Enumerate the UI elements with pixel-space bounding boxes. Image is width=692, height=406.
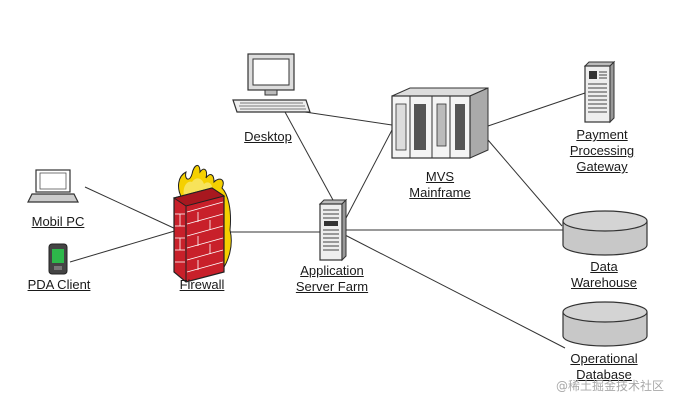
operational-database-label: Operational Database	[552, 351, 656, 383]
link-mainframe-payment	[487, 92, 586, 127]
operational-db-disk-icon	[562, 301, 648, 347]
link-pda-firewall	[69, 229, 179, 263]
payment-server-icon	[583, 60, 616, 124]
warehouse-label-line1: Data	[590, 259, 618, 274]
firewall-icon	[172, 165, 232, 283]
pda-icon	[48, 243, 68, 275]
app-server-label-line2: Server Farm	[295, 279, 369, 294]
operational-label-line1: Operational	[570, 351, 638, 366]
link-desktop-mainframe	[304, 111, 393, 126]
connections	[69, 92, 586, 349]
mobile-pc-label: Mobil PC	[31, 214, 85, 229]
app-server-label-line1: Application	[300, 263, 364, 278]
payment-label-line1: Payment	[576, 127, 628, 142]
mainframe-label: MVS Mainframe	[398, 169, 482, 201]
warehouse-label-line2: Warehouse	[571, 275, 637, 290]
operational-label-line2: Database	[576, 367, 632, 382]
link-mainframe-warehouse	[487, 139, 563, 227]
laptop-icon	[27, 169, 79, 203]
mainframe-label-line1: MVS	[425, 169, 455, 184]
link-appserver-mainframe	[344, 129, 393, 221]
app-server-label: Application Server Farm	[280, 263, 384, 295]
pda-client-label: PDA Client	[27, 277, 91, 292]
payment-label-line2: Processing	[569, 143, 635, 158]
mainframe-icon	[391, 87, 489, 159]
firewall-label: Firewall	[179, 277, 225, 292]
watermark: @稀土掘金技术社区	[556, 379, 665, 393]
link-appserver-operational	[344, 234, 566, 349]
payment-gateway-label: Payment Processing Gateway	[556, 127, 648, 175]
data-warehouse-disk-icon	[562, 210, 648, 256]
link-mobilepc-firewall	[84, 186, 179, 231]
payment-label-line3: Gateway	[576, 159, 628, 174]
data-warehouse-label: Data Warehouse	[556, 259, 652, 291]
link-desktop-appserver	[284, 111, 334, 201]
mainframe-label-line2: Mainframe	[409, 185, 471, 200]
desktop-label: Desktop	[244, 129, 292, 144]
desktop-icon	[232, 53, 311, 113]
server-icon	[318, 198, 348, 262]
